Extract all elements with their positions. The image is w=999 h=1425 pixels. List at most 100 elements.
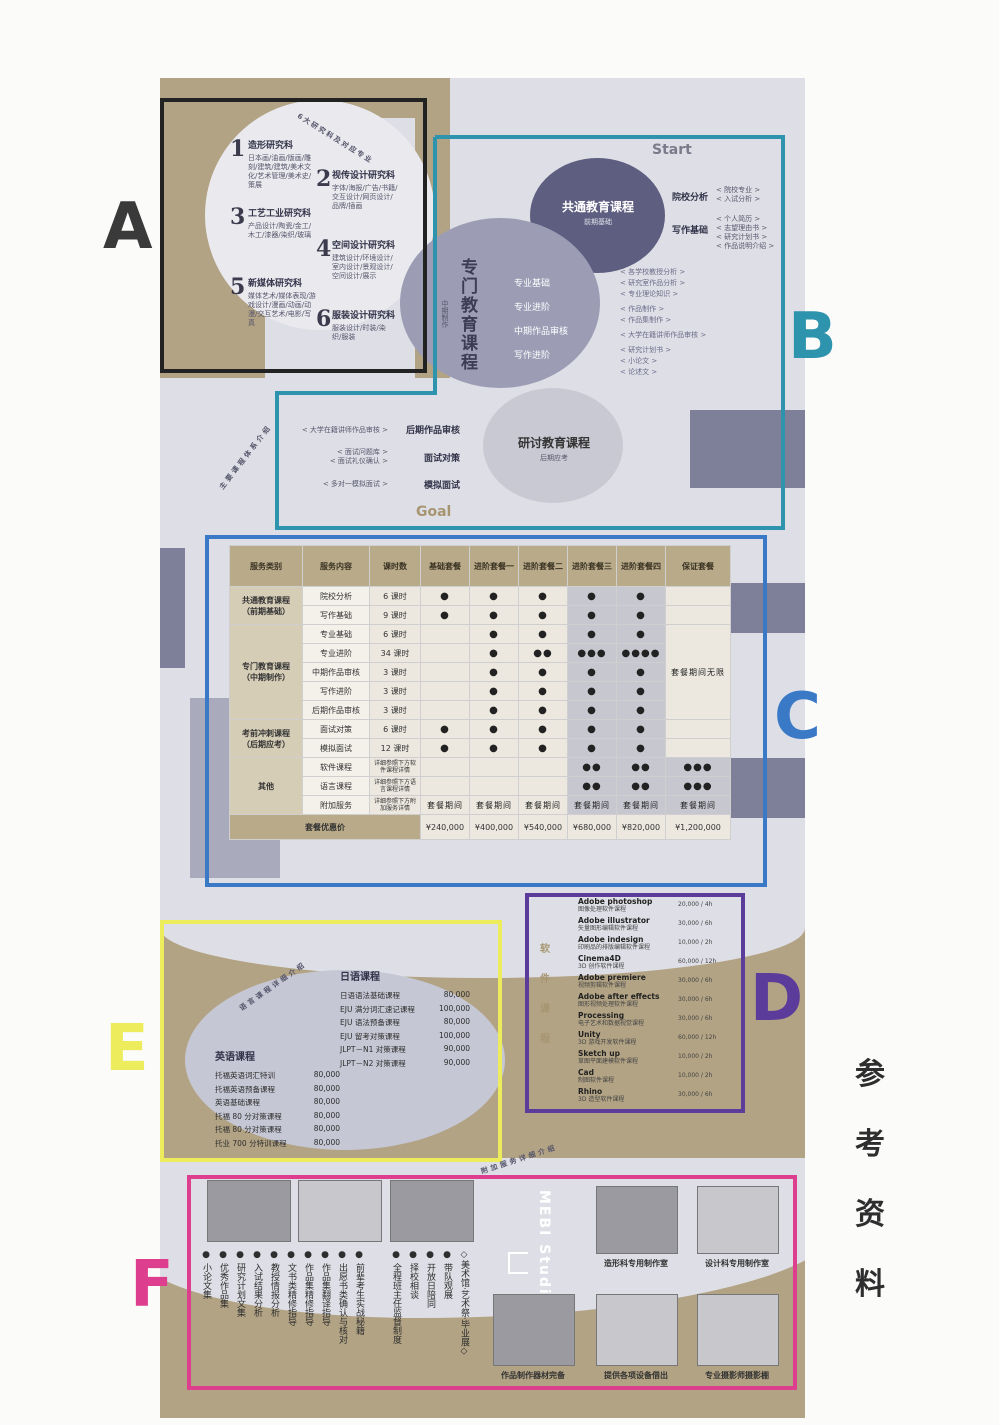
table-item-cell: 中期作品审核 <box>302 662 370 682</box>
section-d-box <box>525 893 745 1113</box>
software-name: Adobe illustrator <box>578 916 650 925</box>
table-value-cell: ● <box>616 719 666 739</box>
price-cell: ¥240,000 <box>420 814 470 840</box>
label-b: B <box>788 300 837 374</box>
course-name: 英语基础课程 <box>215 1098 260 1107</box>
deco-circle <box>205 100 435 330</box>
table-value-cell: ● <box>469 624 519 644</box>
table-row: 其他软件课程详细参照下方软件课程详情●●●●●●● <box>229 757 731 815</box>
course-price: 80,000 <box>313 1083 340 1093</box>
research-4: 4 空间设计研究科 建筑设计/环境设计/室内设计/景观设计/空间设计/展示 <box>316 236 396 280</box>
table-value-cell: ● <box>469 738 519 758</box>
research-6: 6 服装设计研究科 服装设计/时装/染织/服装 <box>316 306 396 341</box>
table-value-cell: 套餐期间 <box>665 795 731 815</box>
table-value-cell: ●●● <box>567 643 617 663</box>
course-name: 托福 80 分对策课程 <box>215 1111 282 1121</box>
course-price: 80,000 <box>313 1110 340 1120</box>
table-item-cell: 写作基础 <box>302 605 370 625</box>
research-2: 2 视传设计研究科 字体/海报/广告/书籍/交互设计/网页设计/品牌/插画 <box>316 166 398 210</box>
table-hours-cell: 详细参照下方软件课程详情 <box>369 757 421 777</box>
course-name: 日语语法基础课程 <box>340 991 400 1000</box>
table-value-cell: ● <box>616 605 666 625</box>
table-value-cell: ● <box>518 624 568 644</box>
table-value-cell <box>420 776 470 796</box>
table-value-cell: ●● <box>567 776 617 796</box>
course-row: 托福 80 分对策课程 80,000 <box>215 1111 340 1125</box>
table-value-cell <box>420 662 470 682</box>
price-label-cell: 套餐优惠价 <box>229 814 421 840</box>
table-hours-cell: 6 课时 <box>369 719 421 739</box>
course-price: 100,000 <box>438 1030 470 1040</box>
table-value-cell: ● <box>567 681 617 701</box>
goal-label: Goal <box>416 504 452 520</box>
table-value-cell <box>665 605 731 625</box>
table-value-cell <box>420 643 470 663</box>
software-desc: 3D 游戏开发软件课程 <box>578 1039 637 1046</box>
section-e-box <box>160 920 502 1162</box>
table-item-cell: 附加服务 <box>302 795 370 815</box>
table-value-cell <box>420 700 470 720</box>
photo-exhibition <box>390 1180 474 1242</box>
table-value-cell: ●● <box>567 757 617 777</box>
software-price: 30,000 / 6h <box>678 1015 713 1022</box>
course-name: 托福英语预备课程 <box>215 1084 275 1094</box>
side-title: 参 考 资 料 <box>855 1057 885 1302</box>
table-hours-cell: 详细参照下方语言课程详情 <box>369 776 421 796</box>
table-hours-cell: 详细参照下方附加服务详情 <box>369 795 421 815</box>
course-price: 80,000 <box>313 1124 340 1133</box>
jp-course-title: 日语课程 <box>340 972 380 983</box>
software-price: 10,000 / 2h <box>678 1053 713 1060</box>
table-price-row: 套餐优惠价¥240,000¥400,000¥540,000¥680,000¥82… <box>229 814 731 840</box>
software-desc: 图形视频处理软件课程 <box>578 1001 639 1008</box>
caption-4: 提供各项设备借出 <box>604 1371 668 1380</box>
table-value-cell: ● <box>518 738 568 758</box>
table-value-cell: ● <box>469 662 519 682</box>
price-cell: ¥540,000 <box>518 814 568 840</box>
table-value-cell: ● <box>420 738 470 758</box>
course-price: 100,000 <box>438 1003 470 1013</box>
table-value-cell <box>518 776 568 796</box>
software-name: Cinema4D <box>578 954 621 963</box>
table-value-cell: ●● <box>616 757 666 777</box>
table-hours-cell: 3 课时 <box>369 662 421 682</box>
software-name: Adobe premiere <box>578 973 646 982</box>
course2-notes: < 各学校教授分析 > < 研究室作品分析 > < 专业理论知识 > < 作品制… <box>620 268 707 376</box>
course-name: 托业 700 分特训课程 <box>215 1138 287 1148</box>
software-name: Unity <box>578 1030 601 1039</box>
table-value-cell: ●●●● <box>616 643 666 663</box>
table-value-cell: ● <box>469 605 519 625</box>
table-value-cell: ●●● <box>665 757 731 777</box>
table-value-cell <box>469 776 519 796</box>
deco-shape <box>690 410 805 488</box>
table-value-cell <box>665 719 731 739</box>
start-label: Start <box>652 142 692 158</box>
software-desc: 矢量图形编辑软件课程 <box>578 925 639 932</box>
course-name: 托福 80 分对策课程 <box>215 1125 282 1134</box>
course3-title: 研讨教育课程 <box>517 436 590 450</box>
photo-equipment <box>493 1294 575 1366</box>
table-item-cell: 专业进阶 <box>302 643 370 663</box>
software-desc: 草图平面建模软件课程 <box>578 1058 639 1065</box>
table-hours-cell: 6 课时 <box>369 624 421 644</box>
table-value-cell: ● <box>567 700 617 720</box>
software-name: Adobe photoshop <box>578 897 653 906</box>
software-name: Adobe indesign <box>578 935 644 944</box>
table-value-cell: ● <box>518 700 568 720</box>
table-value-cell: ● <box>567 605 617 625</box>
